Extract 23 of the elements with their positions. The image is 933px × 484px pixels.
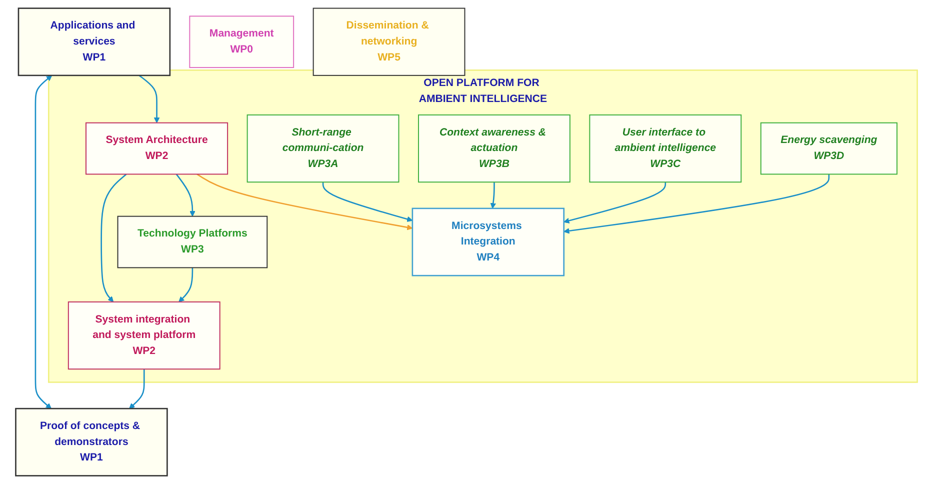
node-box: Proof of concepts & demonstrators WP1: [15, 408, 168, 476]
node-box: User interface to ambient intelligence WP3C: [589, 114, 742, 183]
node-box: Microsystems Integration WP4: [412, 208, 565, 276]
node-box: System integration and system platform WP2: [68, 301, 220, 370]
arrow: [138, 74, 160, 124]
arrow: [34, 75, 52, 409]
arrow: [129, 369, 145, 409]
arrow: [564, 182, 666, 224]
arrow: [176, 174, 196, 217]
arrow: [322, 182, 413, 222]
arrow: [196, 174, 413, 230]
node-box: System Architecture WP2: [86, 122, 228, 175]
node-box: Dissemination & networking WP5: [312, 8, 466, 76]
node-box: Management WP0: [189, 16, 294, 68]
node-box: Short-range communi-cation WP3A: [246, 114, 400, 183]
arrow: [100, 174, 127, 302]
arrow: [178, 268, 194, 302]
arrow: [490, 182, 496, 209]
node-box: Technology Platforms WP3: [117, 216, 268, 268]
node-box: Applications and services WP1: [18, 8, 171, 76]
node-box: Energy scavenging WP3D: [760, 122, 898, 175]
node-box: Context awareness & actuation WP3B: [418, 114, 570, 183]
arrow: [564, 174, 830, 234]
